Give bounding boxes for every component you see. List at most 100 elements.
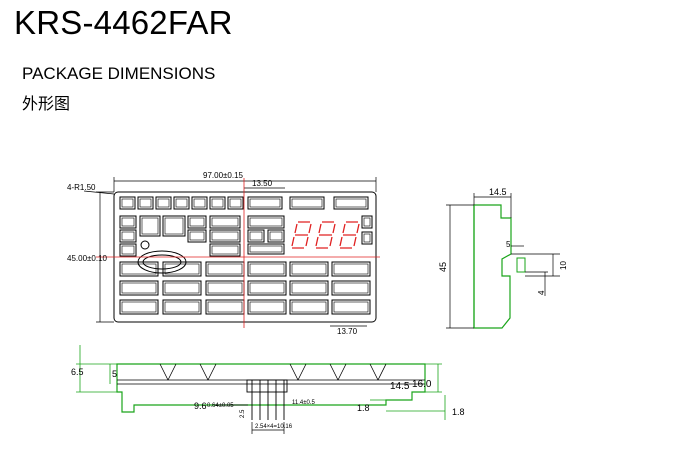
key-top-0-inner — [121, 198, 134, 208]
key-mid-0-inner — [189, 217, 205, 227]
key-row3-4 — [289, 280, 329, 296]
key-round-a-inner — [141, 217, 159, 235]
bottom-pitch-label: 13.70 — [337, 327, 358, 336]
key-c-0-inner — [249, 217, 283, 227]
side-profile — [473, 204, 512, 329]
bottom-view — [76, 345, 446, 434]
side-pin-label: 10 — [559, 261, 568, 270]
key-c-0 — [247, 215, 285, 229]
key-round-b — [162, 215, 186, 237]
key-top-6-inner — [229, 198, 242, 208]
key-r-1 — [361, 231, 373, 245]
key-top-wide-inner — [249, 198, 281, 208]
speaker-oval-inner — [142, 254, 182, 270]
key-grid — [119, 196, 373, 315]
key-top-2 — [155, 196, 172, 210]
digit-1 — [291, 221, 312, 249]
key-top-5-inner — [211, 198, 224, 208]
key-row4-2-inner — [207, 301, 243, 313]
key-row2-3-inner — [249, 263, 285, 275]
bottom-ribs — [159, 363, 387, 381]
key-row3-5-inner — [333, 282, 369, 294]
front-view — [83, 177, 380, 328]
side-view — [446, 193, 560, 329]
key-top-3-inner — [175, 198, 188, 208]
key-row3-1 — [162, 280, 202, 296]
key-row3-3-inner — [249, 282, 285, 294]
key-top-5 — [209, 196, 226, 210]
key-left-0 — [119, 215, 137, 229]
key-row3-0 — [119, 280, 159, 296]
body-height-label: 14.5 — [390, 381, 410, 392]
key-left-1-inner — [121, 231, 135, 241]
ledge-left-label: 1.8 — [357, 403, 370, 413]
key-top-1 — [137, 196, 154, 210]
key-row2-5 — [331, 261, 371, 277]
model-title: KRS-4462FAR — [14, 4, 233, 41]
side-height-label: 45 — [438, 262, 448, 272]
key-top-1-inner — [139, 198, 152, 208]
key-mid-0 — [187, 215, 207, 229]
key-row4-5-inner — [333, 301, 369, 313]
pin-pitch-label: 2.54×4=10.16 — [255, 424, 293, 430]
pin-offset-label: 9.6 — [194, 401, 207, 411]
key-row2-4 — [289, 261, 329, 277]
key-top-6 — [227, 196, 244, 210]
pins — [251, 380, 285, 420]
key-c-2 — [267, 229, 285, 243]
key-left-2-inner — [121, 245, 135, 255]
pin-spacing-small-label: 0.64±0.05 — [207, 403, 234, 409]
digit-2 — [315, 221, 336, 249]
key-row3-4-inner — [291, 282, 327, 294]
key-round-a — [139, 215, 161, 237]
key-round-b-inner — [164, 217, 184, 235]
total-height-label: 16.0 — [412, 379, 432, 390]
key-top-wide-3-inner — [335, 198, 367, 208]
key-row3-2-inner — [207, 282, 243, 294]
pin-header — [246, 379, 288, 393]
side-top-label: 14.5 — [489, 187, 507, 197]
key-left-0-inner — [121, 217, 135, 227]
key-mid-1 — [187, 229, 207, 243]
pin-dim-a-label: 2.5 — [240, 409, 246, 418]
key-left-2 — [119, 243, 137, 257]
key-top-2-inner — [157, 198, 170, 208]
side-step-label: 5 — [506, 240, 511, 249]
key-c-2-inner — [269, 231, 283, 241]
ledge-right-label: 1.8 — [452, 407, 465, 417]
pin-dim-b-label: 11.4±0.5 — [292, 400, 316, 406]
height-label: 45.00±0.10 — [67, 254, 108, 263]
key-r-1-inner — [363, 233, 371, 243]
key-mid-4-inner — [211, 245, 239, 255]
key-mid-4 — [209, 243, 241, 257]
segment-digits — [291, 221, 360, 249]
left-outer-label: 6.5 — [71, 367, 84, 377]
radius-label: 4-R1.50 — [67, 183, 96, 192]
key-mid-2-inner — [211, 217, 239, 227]
key-row3-5 — [331, 280, 371, 296]
key-row4-1 — [162, 299, 202, 315]
key-row3-0-inner — [121, 282, 157, 294]
key-r-0 — [361, 215, 373, 229]
key-top-3 — [173, 196, 190, 210]
key-row3-1-inner — [164, 282, 200, 294]
key-r-0-inner — [363, 217, 371, 227]
key-row4-5 — [331, 299, 371, 315]
top-pitch-label: 13.50 — [252, 179, 273, 188]
key-row4-0-inner — [121, 301, 157, 313]
key-row2-3 — [247, 261, 287, 277]
key-row4-4 — [289, 299, 329, 315]
key-top-wide-2-inner — [291, 198, 323, 208]
key-row4-3 — [247, 299, 287, 315]
key-mid-2 — [209, 215, 241, 229]
key-left-1 — [119, 229, 137, 243]
key-mid-3-inner — [211, 231, 239, 241]
key-c-1 — [247, 229, 265, 243]
radius-leader — [83, 190, 115, 195]
key-top-wide — [247, 196, 283, 210]
key-c-3 — [247, 243, 285, 255]
key-row4-1-inner — [164, 301, 200, 313]
key-row3-3 — [247, 280, 287, 296]
key-top-4-inner — [193, 198, 206, 208]
